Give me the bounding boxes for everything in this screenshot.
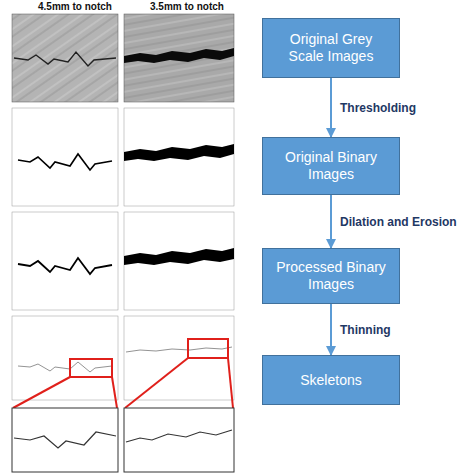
box-label: Skeletons xyxy=(300,372,361,389)
flow-arrow xyxy=(330,304,332,355)
position-label: 4.5mm to notch xyxy=(38,1,112,12)
position-label: 3.5mm to notch xyxy=(150,1,224,12)
process-box: Original Grey Scale Images xyxy=(262,18,400,78)
box-label: Original Binary Images xyxy=(271,149,391,183)
process-box: Skeletons xyxy=(262,355,400,405)
box-label: Original Grey Scale Images xyxy=(271,31,391,65)
flow-arrow xyxy=(330,78,332,137)
process-box: Processed Binary Images xyxy=(262,248,400,304)
step-label: Thresholding xyxy=(339,101,417,115)
flow-arrow xyxy=(330,195,332,248)
step-label: Thinning xyxy=(339,323,392,337)
step-label: Dilation and Erosion xyxy=(339,215,458,229)
process-box: Original Binary Images xyxy=(262,137,400,195)
box-label: Processed Binary Images xyxy=(271,259,391,293)
